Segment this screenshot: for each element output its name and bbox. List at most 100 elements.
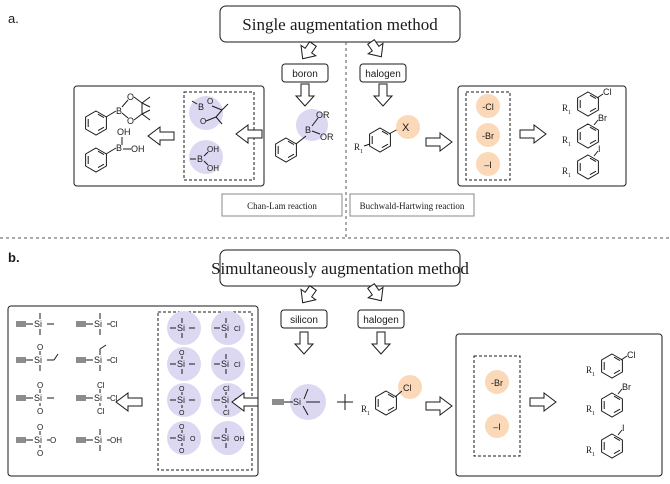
boh2-circle-b: B: [197, 154, 203, 164]
silane-circle-1-si: Si: [221, 323, 229, 333]
reagent-or2: OR: [320, 132, 334, 142]
panel-a-label: a.: [8, 11, 19, 26]
boronic-ester-reagent: B OR OR: [275, 109, 334, 163]
silane-chloroethyl: Si Cl: [76, 344, 118, 371]
silane-circle-4-down: O: [179, 410, 185, 417]
halogen-down-arrow-a: [373, 83, 393, 107]
silane-circle-3-si: Si: [221, 359, 229, 369]
chan-lam-label: Chan-Lam reaction: [247, 201, 317, 211]
phenyl-boronic-acid: B OH OH: [85, 127, 145, 173]
silane-circle-6-si: Si: [177, 433, 185, 443]
silane-circle-4-si: Si: [177, 395, 185, 405]
abb-r: R: [586, 404, 592, 414]
aryl-iodide-product: R 1 I: [562, 144, 601, 180]
silane-circle-5-up: Cl: [223, 386, 230, 393]
silane-circle-6-up: O: [179, 424, 185, 431]
halogen-label-a: halogen: [365, 69, 401, 80]
halogen-label-box-a: halogen: [359, 63, 407, 83]
ba-oh1: OH: [117, 127, 131, 137]
aryl-bromide-product-b: R 1 Br: [586, 382, 631, 418]
silane-circle-3-right: Cl: [234, 362, 241, 369]
halide-circles-b: -Br –I: [485, 370, 509, 438]
boron-label: boron: [292, 69, 318, 80]
silane-trimethoxy-down: O: [37, 449, 43, 458]
bpin-o2: O: [127, 116, 134, 126]
halide-circle-br-b: -Br: [491, 378, 503, 388]
aryl-iodide-product-b: R 1 I: [586, 423, 625, 459]
halogen-down-arrow-b: [371, 331, 391, 355]
silane-trichloro-down: Cl: [97, 407, 105, 416]
abb-r-sub: 1: [592, 411, 595, 417]
halide-circles-a: -Cl -Br –I: [476, 94, 500, 176]
silane-silanol-right: OH: [110, 436, 122, 445]
halide-box-arrow-a: [425, 132, 453, 152]
silane-trichloro-up: Cl: [97, 381, 105, 390]
halide-box-arrow-b: [425, 396, 453, 416]
silane-ethoxy-up: O: [37, 343, 43, 352]
ba-oh2: OH: [131, 144, 145, 154]
aryl-chloride-reagent: R 1 Cl: [361, 375, 422, 417]
boron-down-arrow: [295, 83, 315, 107]
panel-b-title-box: Simultaneously augmentation method: [211, 249, 469, 287]
ai-r: R: [562, 166, 568, 176]
ac-r: R: [562, 103, 568, 113]
halide-circle-br: -Br: [482, 131, 494, 141]
silane-chloroethyl-si: Si: [94, 355, 102, 365]
halogen-label-b: halogen: [363, 315, 399, 326]
aryl-halide-reagent-a: R 1 X: [354, 115, 420, 155]
reagent-or1: OR: [316, 110, 330, 120]
silane-circle-7-right: OH: [234, 436, 245, 443]
silane-silanol: Si OH: [76, 429, 122, 451]
aryl-r-sub: 1: [360, 149, 363, 155]
silane-circle-6-down: O: [179, 448, 185, 455]
ab-r-sub: 1: [568, 142, 571, 148]
silane-circle-0: Si: [167, 311, 201, 345]
silane-circle-6-right: O: [190, 436, 196, 443]
ai-halide: I: [598, 144, 601, 154]
chan-lam-box: Chan-Lam reaction: [221, 193, 343, 217]
ac-halide: Cl: [603, 87, 612, 97]
ba-b: B: [116, 143, 122, 153]
silane-circle-1-right: Cl: [234, 326, 241, 333]
ai-r-sub: 1: [568, 173, 571, 179]
silicon-down-arrow: [294, 331, 314, 355]
abb-halide: Br: [622, 382, 631, 392]
silane-circle-1: Si Cl: [211, 311, 245, 345]
acr-r: R: [361, 404, 367, 414]
silane-methoxy-up: O: [37, 381, 43, 390]
silane-chlorodimethyl-si: Si: [94, 319, 102, 329]
reagent-si: Si: [293, 397, 301, 407]
acb-r: R: [586, 365, 592, 375]
silane-trimethoxy-si: Si: [34, 435, 42, 445]
acr-r-sub: 1: [367, 411, 370, 417]
aib-halide: I: [622, 423, 625, 433]
silane-trichloro-right: Cl: [110, 394, 118, 403]
silane-circle-5-si: Si: [221, 395, 229, 405]
plus-sign: [337, 394, 353, 410]
boron-label-box: boron: [281, 63, 329, 83]
halide-circle-i: –I: [484, 160, 492, 170]
silane-silanol-si: Si: [94, 435, 102, 445]
halogen-label-box-b: halogen: [357, 309, 405, 329]
silane-circle-2: SiO: [167, 347, 201, 381]
halogen-branch-arrow-b: [367, 283, 384, 302]
silane-trimethyl-si: Si: [34, 319, 42, 329]
silane-ethoxy-si: Si: [34, 355, 42, 365]
halide-circle-i-b: –I: [493, 422, 501, 432]
aryl-chloride-product-b: R 1 Cl: [586, 350, 636, 379]
silane-circle-4-up: O: [179, 386, 185, 393]
silicon-branch-arrow: [300, 285, 317, 304]
silane-trimethoxy-right: O: [50, 436, 56, 445]
silane-chloroethyl-right: Cl: [110, 356, 118, 365]
aib-r: R: [586, 445, 592, 455]
silane-ethoxy: Si O: [16, 343, 59, 371]
halide-products-box-b: [455, 333, 663, 477]
ab-r: R: [562, 135, 568, 145]
silane-trimethoxy-up: O: [37, 423, 43, 432]
silicon-label-box: silicon: [280, 309, 328, 329]
bpin-circle-o1: O: [207, 97, 213, 106]
